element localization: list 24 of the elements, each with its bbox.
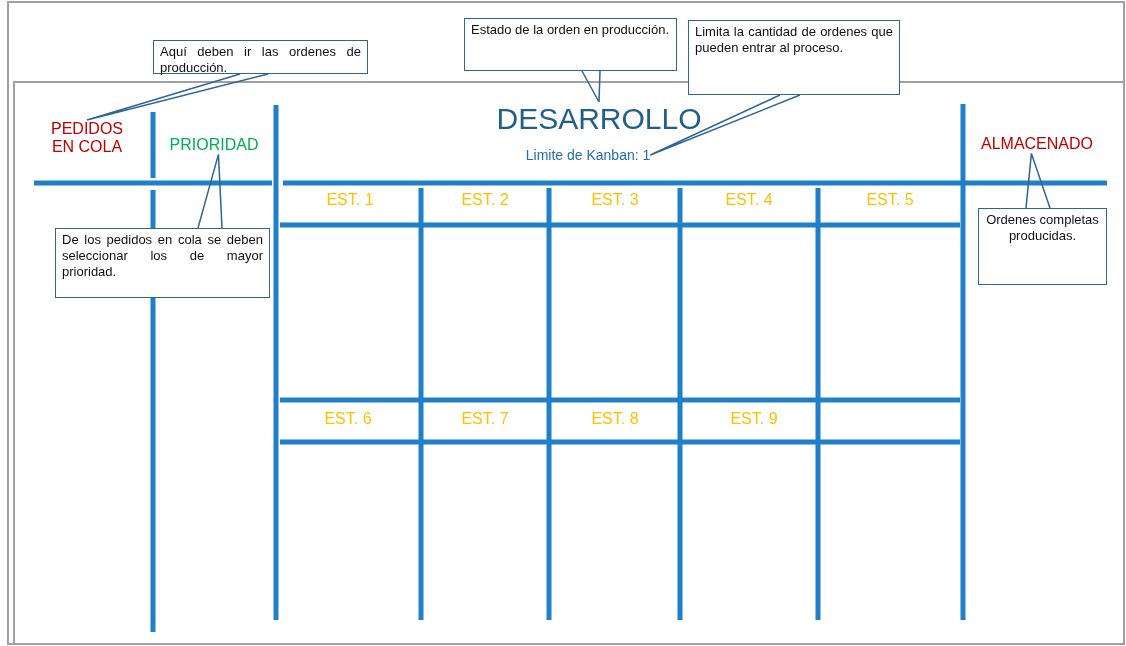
callout-pointer (1025, 152, 1051, 209)
callout-box: Estado de la orden en producción. (464, 18, 677, 71)
callout-box: Limita la cantidad de ordenes que pueden entrar al proceso. (688, 20, 900, 95)
wip-limit-text: Limite de Kanban: 1 (525, 147, 651, 164)
callout-box: Aquí deben ir las ordenes de producción. (153, 40, 368, 74)
station-label: EST. 7 (461, 410, 509, 428)
station-label: EST. 1 (326, 191, 374, 209)
station-label: EST. 4 (725, 191, 773, 209)
callout-pointer (86, 73, 269, 121)
callout-pointer (197, 153, 223, 229)
column-heading: ALMACENADO (981, 135, 1093, 154)
station-label: EST. 6 (324, 410, 372, 428)
column-heading: PEDIDOS EN COLA (44, 120, 130, 157)
callout-box: Ordenes completas producidas. (978, 208, 1107, 285)
station-label: EST. 3 (591, 191, 639, 209)
callout-pointer (649, 94, 801, 156)
station-label: EST. 5 (866, 191, 914, 209)
column-heading: PRIORIDAD (169, 136, 259, 155)
column-heading: DESARROLLO (496, 102, 702, 137)
station-label: EST. 8 (591, 410, 639, 428)
station-label: EST. 9 (730, 410, 778, 428)
station-label: EST. 2 (461, 191, 509, 209)
callout-box: De los pedidos en cola se deben seleccionar los de mayor prioridad. (55, 228, 270, 298)
callout-pointer (581, 70, 601, 103)
